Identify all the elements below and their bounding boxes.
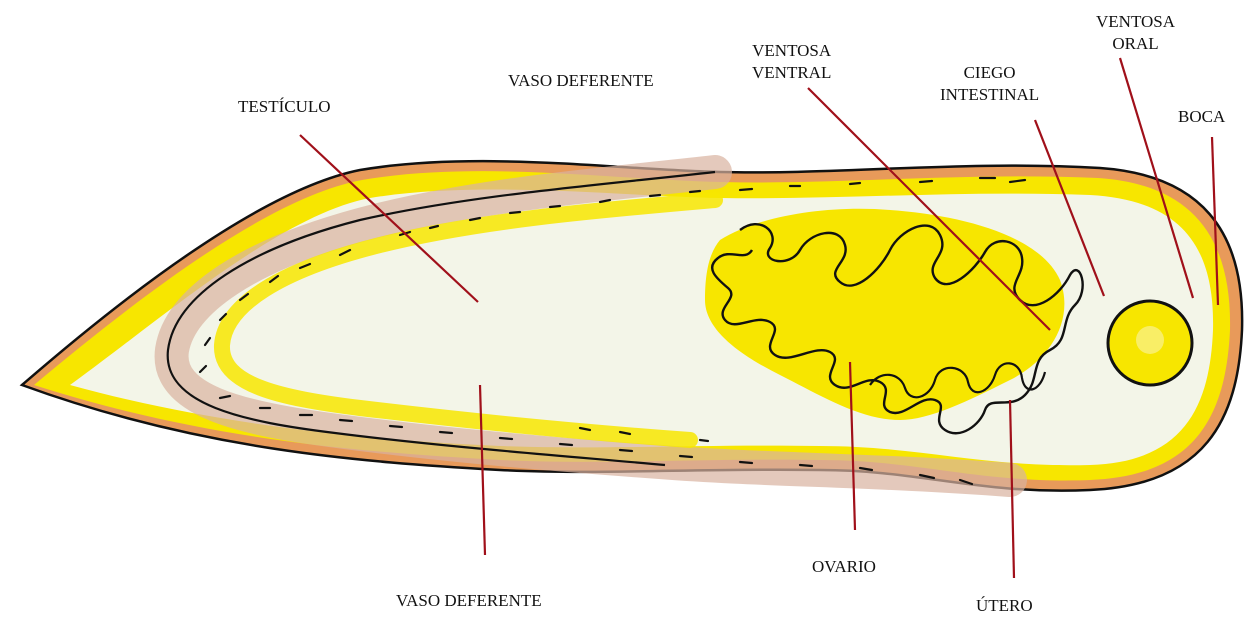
label-ventosa-ventral: VENTOSA VENTRAL: [752, 40, 831, 84]
label-ovario: OVARIO: [812, 556, 876, 578]
label-utero: ÚTERO: [976, 595, 1033, 617]
oral-sucker-highlight: [1136, 326, 1164, 354]
label-ventosa-oral: VENTOSA ORAL: [1096, 11, 1175, 55]
label-vaso-deferente-top: VASO DEFERENTE: [508, 70, 654, 92]
label-boca: BOCA: [1178, 106, 1225, 128]
label-testiculo: TESTÍCULO: [238, 96, 331, 118]
label-ciego-intestinal: CIEGO INTESTINAL: [940, 62, 1039, 106]
label-vaso-deferente-bottom: VASO DEFERENTE: [396, 590, 542, 612]
